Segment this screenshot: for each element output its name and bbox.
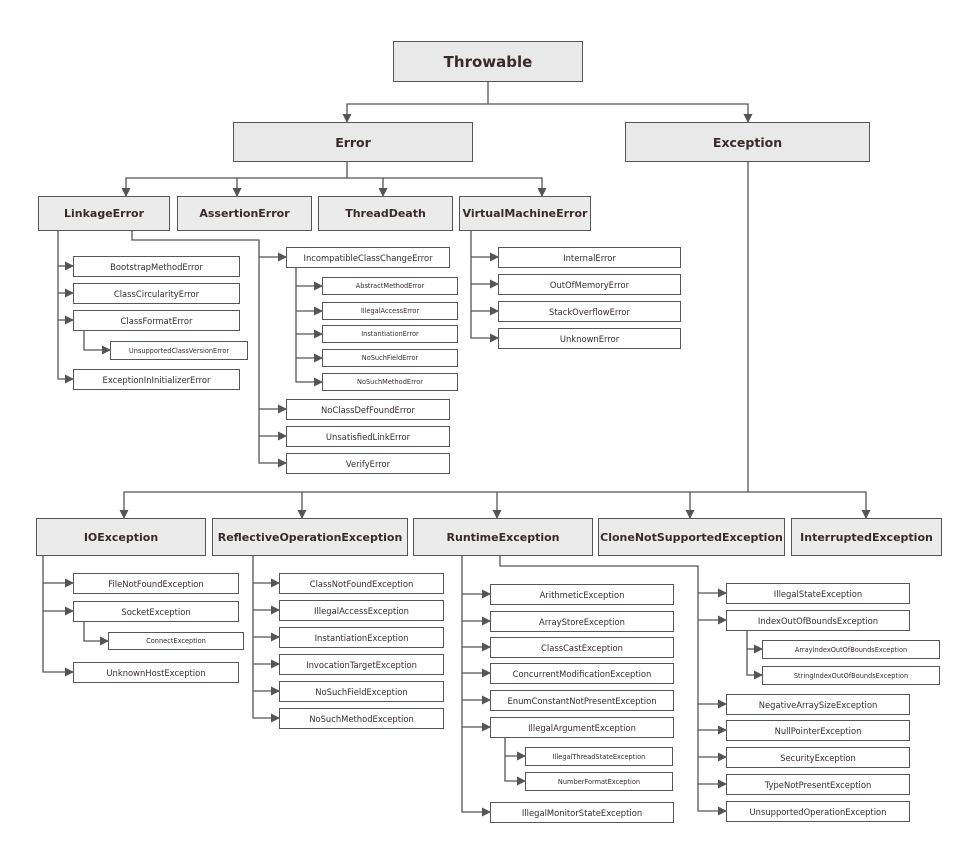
node-incompatible-class-change-error: IncompatibleClassChangeError [286,247,450,268]
node-no-such-method-error: NoSuchMethodError [322,373,458,391]
connector-55 [746,631,763,680]
node-arithmetic-exception: ArithmeticException [490,584,674,605]
node-file-not-found-exception: FileNotFoundException [73,573,239,594]
node-illegal-state-exception: IllegalStateException [726,583,910,604]
node-clone-not-supported-exception: CloneNotSupportedException [598,518,785,556]
node-abstract-method-error: AbstractMethodError [322,277,458,295]
node-illegal-thread-state-exception: IllegalThreadStateException [525,747,673,766]
connector-20 [470,231,499,343]
node-unknown-error: UnknownError [498,328,681,349]
node-no-class-def-found-error: NoClassDefFoundError [286,399,450,420]
node-null-pointer-exception: NullPointerException [726,720,910,741]
node-illegal-argument-exception: IllegalArgumentException [490,717,674,738]
node-connect-exception: ConnectException [108,632,244,650]
node-stack-overflow-error: StackOverflowError [498,301,681,322]
connector-11 [131,231,287,468]
node-out-of-memory-error: OutOfMemoryError [498,274,681,295]
node-negative-array-size-exception: NegativeArraySizeException [726,694,910,715]
node-class-circularity-error: ClassCircularityError [73,283,240,304]
connector-24 [119,162,749,519]
node-class-not-found-exception: ClassNotFoundException [279,573,444,594]
node-class-format-error: ClassFormatError [73,310,240,331]
node-unknown-host-exception: UnknownHostException [73,662,239,683]
node-linkage-error: LinkageError [38,196,170,231]
connector-15 [295,268,323,387]
node-unsupported-class-version-error: UnsupportedClassVersionError [110,341,248,360]
connector-29 [42,556,74,677]
node-illegal-access-exception: IllegalAccessException [279,600,444,621]
node-type-not-present-exception: TypeNotPresentException [726,774,910,795]
node-runtime-exception: RuntimeException [413,518,593,556]
node-number-format-exception: NumberFormatException [525,772,673,791]
node-assertion-error: AssertionError [177,196,312,231]
node-array-index-out-of-bounds-exception: ArrayIndexOutOfBoundsException [762,640,940,659]
node-error: Error [233,122,473,162]
node-string-index-out-of-bounds-exception: StringIndexOutOfBoundsException [762,666,940,685]
connector-10 [83,331,111,355]
node-internal-error: InternalError [498,247,681,268]
node-enum-constant-not-present-exception: EnumConstantNotPresentException [490,690,674,711]
node-index-out-of-bounds-exception: IndexOutOfBoundsException [726,610,910,631]
node-thread-death: ThreadDeath [318,196,453,231]
node-unsatisfied-link-error: UnsatisfiedLinkError [286,426,450,447]
connector-39 [461,556,491,817]
connector-48 [499,556,727,816]
node-virtual-machine-error: VirtualMachineError [459,196,591,231]
connector-28 [748,491,871,519]
node-interrupted-exception: InterruptedException [791,518,942,556]
node-io-exception: IOException [36,518,206,556]
node-verify-error: VerifyError [286,453,450,474]
node-instantiation-exception: InstantiationException [279,627,444,648]
node-throwable: Throwable [393,41,583,82]
node-no-such-field-exception: NoSuchFieldException [279,681,444,702]
node-illegal-access-error: IllegalAccessError [322,302,458,320]
node-array-store-exception: ArrayStoreException [490,611,674,632]
node-invocation-target-exception: InvocationTargetException [279,654,444,675]
node-unsupported-operation-exception: UnsupportedOperationException [726,801,910,822]
connector-46 [504,738,526,786]
node-no-such-method-exception: NoSuchMethodException [279,708,444,729]
node-bootstrap-method-error: BootstrapMethodError [73,256,240,277]
node-class-cast-exception: ClassCastException [490,637,674,658]
connector-6 [57,231,74,384]
node-illegal-monitor-state-exception: IllegalMonitorStateException [490,802,674,823]
node-socket-exception: SocketException [73,601,239,622]
node-instantiation-error: InstantiationError [322,325,458,343]
node-no-such-field-error: NoSuchFieldError [322,349,458,367]
connector-0 [342,82,489,123]
connector-32 [83,622,109,646]
connector-5 [347,177,547,197]
node-exception-in-initializer-error: ExceptionInInitializerError [73,369,240,390]
node-security-exception: SecurityException [726,747,910,768]
node-reflective-operation-exception: ReflectiveOperationException [212,518,408,556]
node-concurrent-modification-exception: ConcurrentModificationException [490,663,674,684]
node-exception: Exception [625,122,870,162]
connector-1 [488,103,753,123]
